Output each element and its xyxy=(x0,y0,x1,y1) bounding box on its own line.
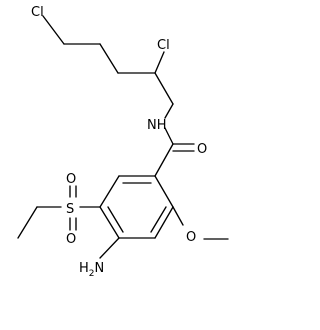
atom-s: S xyxy=(66,202,74,217)
bond-carbonyl-carbon-ring xyxy=(154,143,174,177)
atom-label-layer: Cl Cl NH O O O S O H2N xyxy=(31,5,207,279)
atom-amine: H2N xyxy=(79,261,104,279)
bond-ring-6 xyxy=(154,175,174,208)
bond-s-ethyl-2 xyxy=(17,206,38,239)
bond-ring-2 xyxy=(99,175,120,208)
molecule-diagram: Cl Cl NH O O O S O H2N xyxy=(17,5,229,279)
bond-cl-c1 xyxy=(42,15,65,45)
bond-nh-carbonyl-carbon xyxy=(164,127,174,145)
bond-ring-5-inner xyxy=(150,206,167,233)
bond-ring-5 xyxy=(154,206,174,239)
atom-nh: NH xyxy=(147,118,167,133)
atom-cl-mid: Cl xyxy=(157,38,170,53)
bond-ring-amine xyxy=(99,237,120,259)
atom-o-sulfonyl-bottom: O xyxy=(66,232,76,247)
bond-layer xyxy=(17,15,229,259)
bond-c2-c3 xyxy=(99,43,119,74)
bond-ring-3 xyxy=(99,206,120,239)
atom-amine-subscript: 2 xyxy=(89,269,95,279)
bond-c4-cl xyxy=(154,51,165,74)
atom-o-sulfonyl-top: O xyxy=(66,172,76,187)
atom-o-carbonyl: O xyxy=(197,142,207,157)
structure-canvas: Cl Cl NH O O O S O H2N xyxy=(17,5,229,279)
bond-ring-methoxy-o xyxy=(172,206,184,226)
bond-c4-c5 xyxy=(154,72,174,105)
atom-amine-n: N xyxy=(95,261,105,276)
atom-o-methoxy: O xyxy=(186,230,196,245)
bond-c5-c6 xyxy=(164,103,174,119)
bond-ring-3-inner xyxy=(107,206,124,233)
atom-amine-h: H xyxy=(79,261,89,276)
atom-cl-top: Cl xyxy=(31,5,44,20)
